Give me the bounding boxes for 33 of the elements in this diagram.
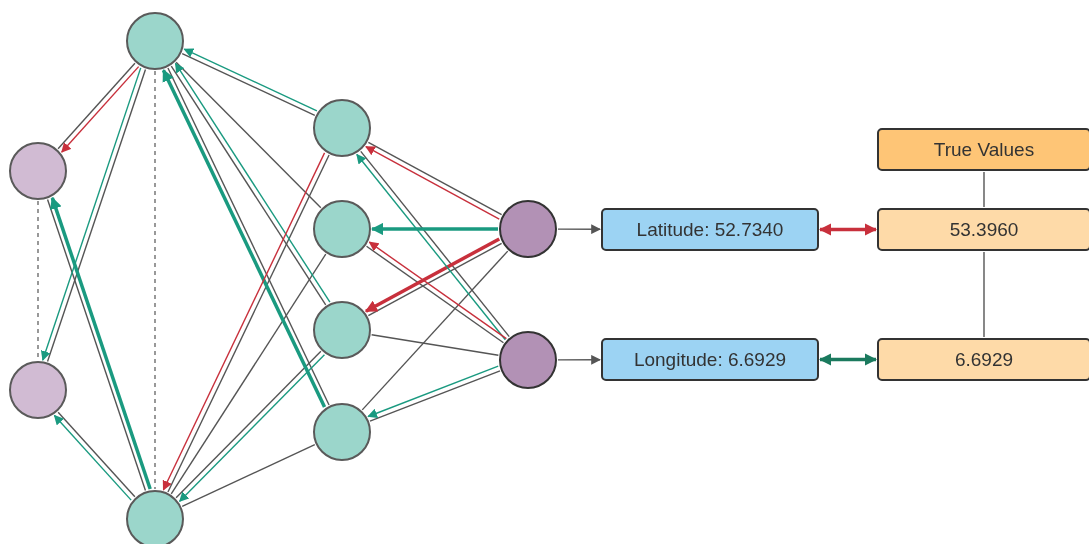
value-text: 53.3960 xyxy=(949,218,1019,241)
neuron-circle xyxy=(313,99,371,157)
neuron-circle xyxy=(9,142,67,200)
value-text: Latitude: 52.7340 xyxy=(636,218,784,241)
connection-line xyxy=(983,251,985,338)
value-text: 6.6929 xyxy=(954,348,1014,371)
connection-line xyxy=(370,334,500,356)
value-box xyxy=(601,208,819,251)
neuron-circle xyxy=(313,200,371,258)
value-text: True Values xyxy=(933,138,1035,161)
connection-line xyxy=(170,253,327,495)
neuron-circle xyxy=(126,490,184,544)
neuron-circle xyxy=(9,361,67,419)
arrow xyxy=(818,223,878,236)
connection-line xyxy=(175,61,322,209)
value-text: Longitude: 6.6929 xyxy=(633,348,787,371)
neuron-circle xyxy=(126,12,184,70)
arrow xyxy=(818,353,878,366)
neuron-circle xyxy=(499,200,557,258)
arrow xyxy=(557,354,601,365)
arrow xyxy=(557,224,601,235)
value-box xyxy=(877,128,1089,171)
neuron-circle xyxy=(313,301,371,359)
neuron-circle xyxy=(499,331,557,389)
value-box xyxy=(877,338,1089,381)
connection-line xyxy=(154,70,156,490)
value-box xyxy=(877,208,1089,251)
connection-line xyxy=(983,171,985,208)
connection-line xyxy=(361,250,509,411)
value-box xyxy=(601,338,819,381)
connection-line xyxy=(181,443,316,508)
arrow xyxy=(370,222,498,236)
neuron-circle xyxy=(313,403,371,461)
